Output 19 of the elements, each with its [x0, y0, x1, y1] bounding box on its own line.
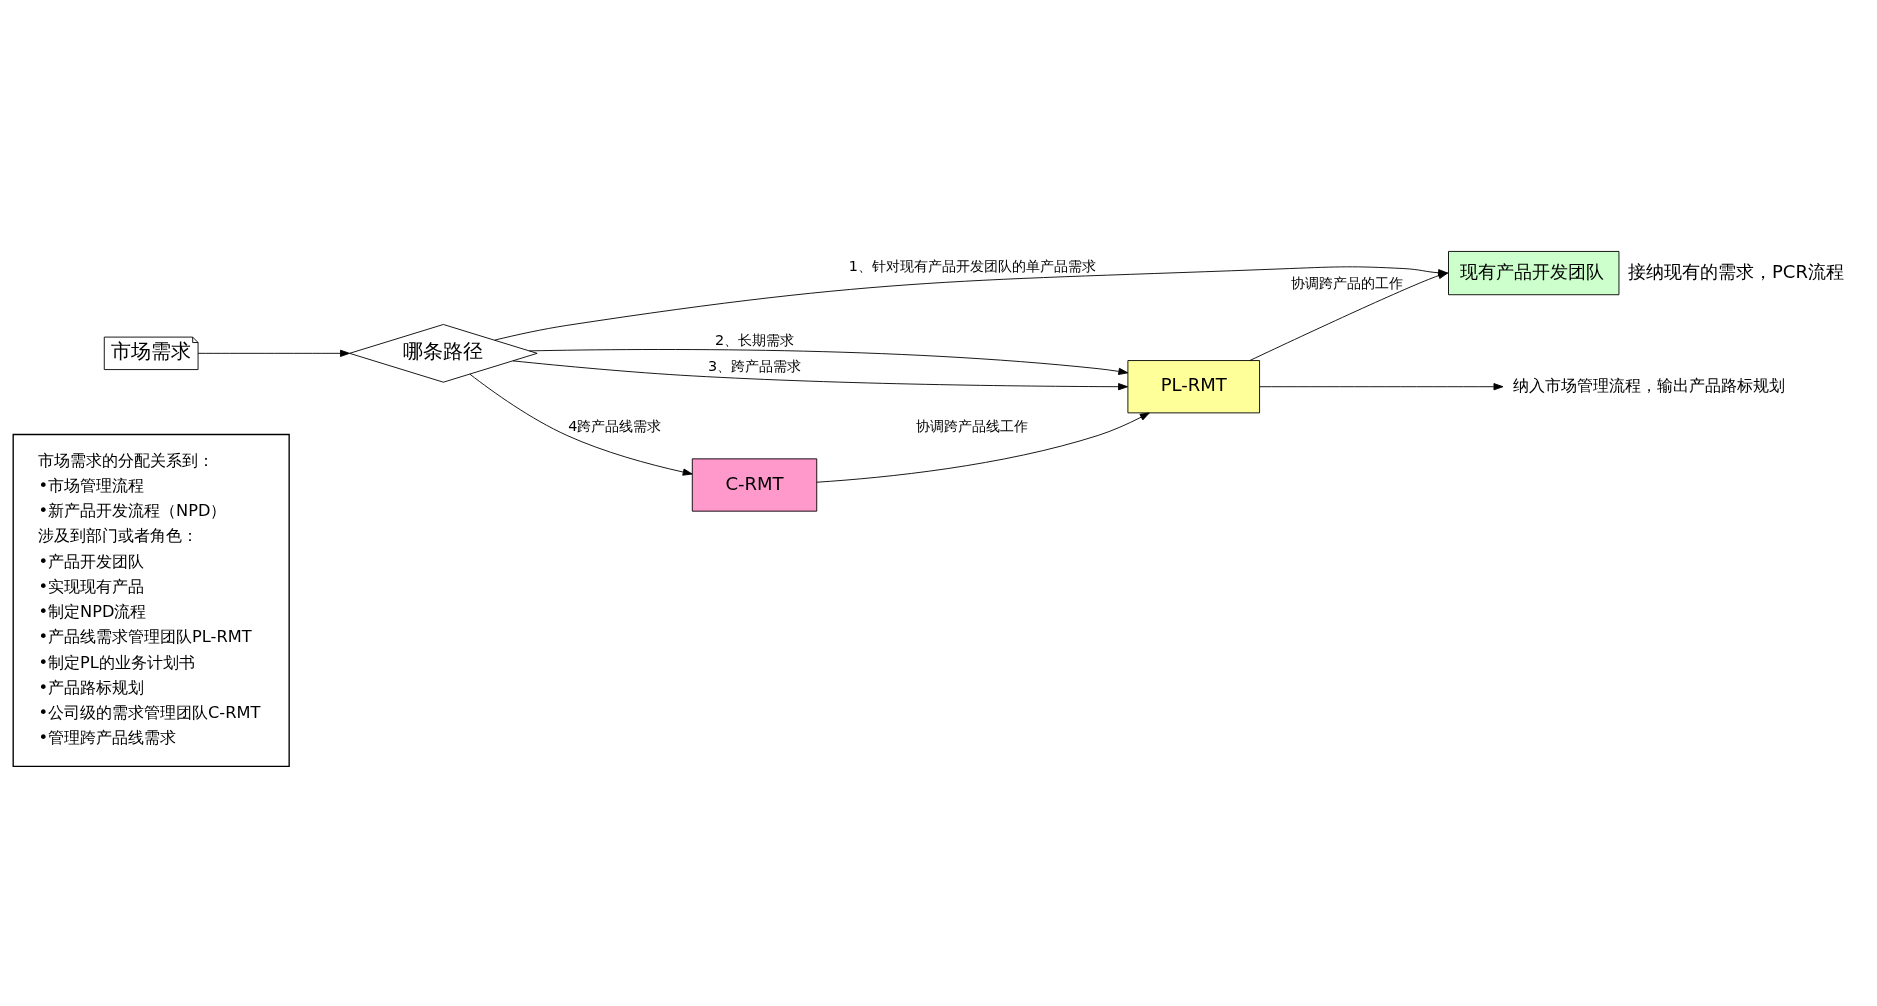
arrow — [816, 411, 1150, 483]
edge-label: 4跨产品线需求 — [568, 417, 662, 434]
arrow — [1259, 382, 1504, 390]
arrow — [528, 348, 1129, 375]
edge-label: 2、长期需求 — [714, 331, 795, 348]
arrow — [1249, 271, 1449, 361]
node-box: C-RMT — [691, 457, 818, 512]
arrow — [512, 359, 1129, 390]
node-text: 纳入市场管理流程，输出产品路标规划 — [1512, 375, 1785, 395]
edge-label: 协调跨产品的工作 — [1290, 274, 1403, 291]
edge-label: 3、跨产品需求 — [707, 357, 802, 374]
arrow — [469, 373, 693, 476]
node-label: 接纳现有的需求，PCR流程 — [1627, 260, 1844, 282]
arrow — [197, 349, 350, 357]
node-box: 市场需求的分配关系到： •市场管理流程 •新产品开发流程（NPD） 涉及到部门或者角色： •产品开发团队 •实现现有产品 •制定NPD流程 •产品线需求管理团队PL-RMT •制定PL的业务计划书 •产品路标规划 •公司级的需求管理团队C-RMT •管理跨产品线需求 — [12, 433, 290, 767]
edge-label: 协调跨产品线工作 — [916, 417, 1029, 434]
node-box: PL-RMT — [1127, 359, 1260, 413]
edge-label: 1、针对现有产品开发团队的单产品需求 — [848, 257, 1096, 274]
node-diamond: 哪条路径 — [349, 323, 538, 383]
